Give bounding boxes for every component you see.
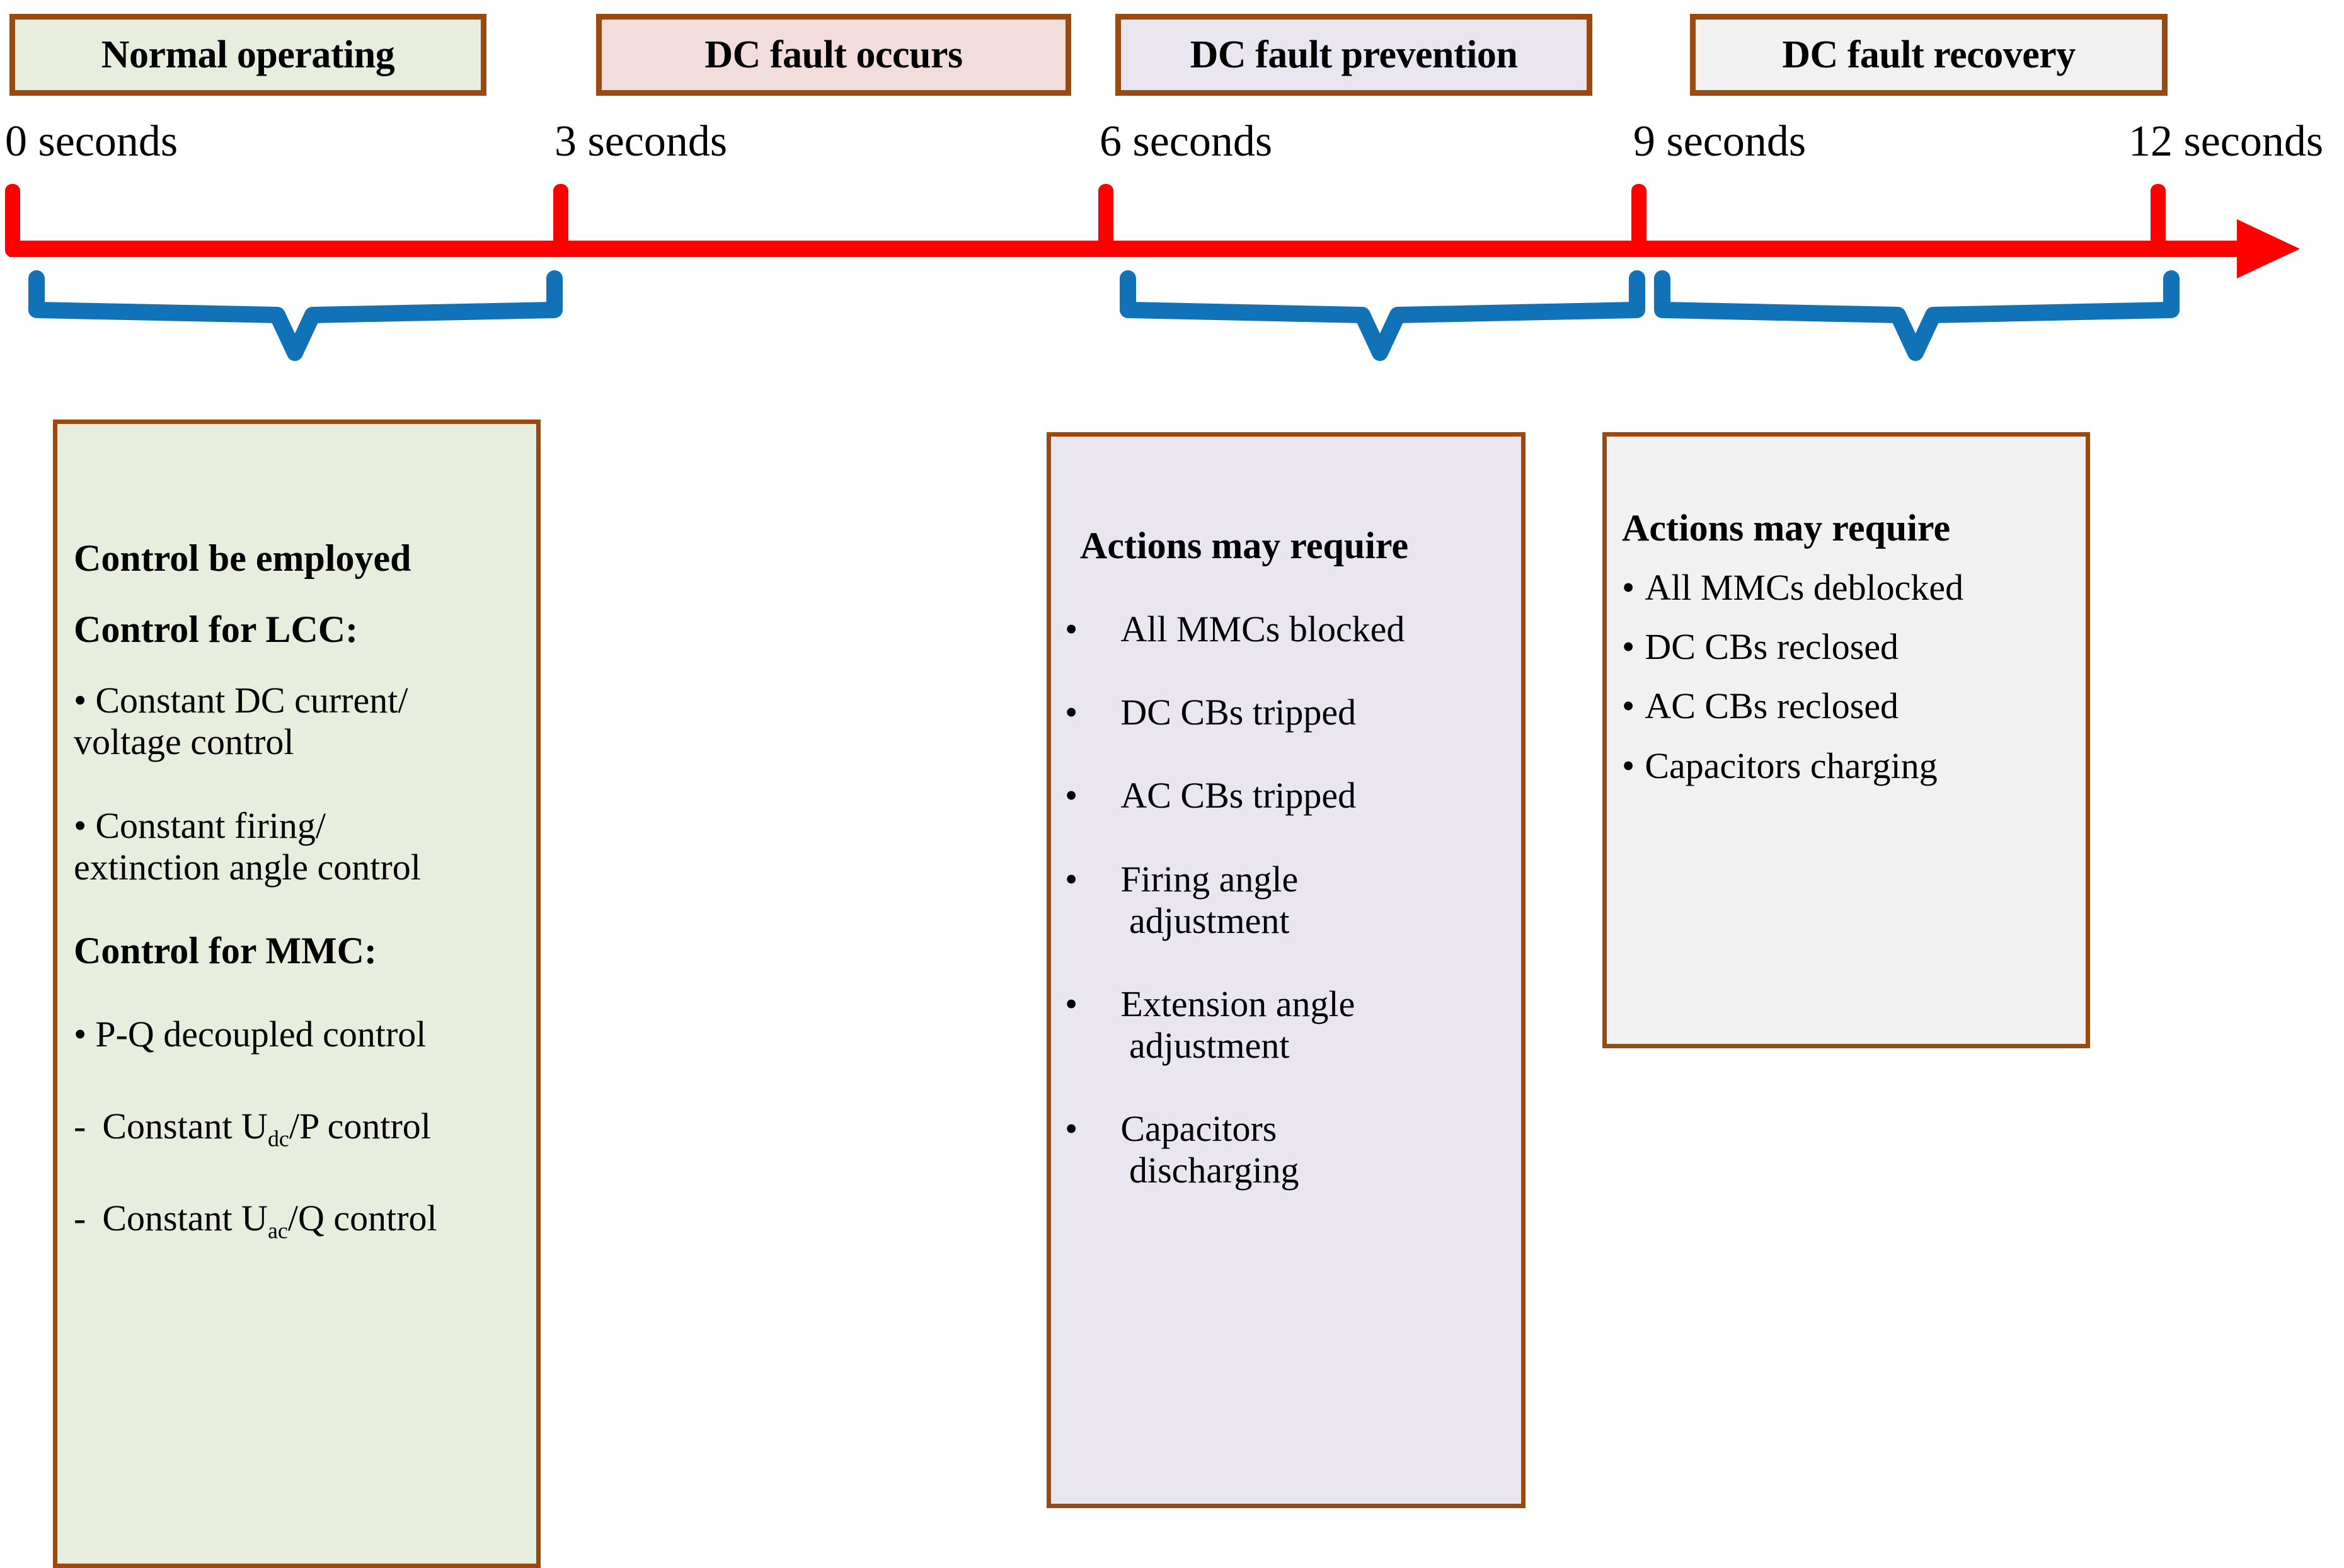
- list-item-label-cont: discharging: [1129, 1150, 1299, 1191]
- list-item: • DC CBs reclosed: [1622, 626, 2071, 668]
- list-item-label: DC CBs tripped: [1120, 692, 1357, 733]
- list-item-mmc-3: - Constant Uac/Q control: [74, 1198, 520, 1242]
- detail-panel-dc-fault-recovery: Actions may require • All MMCs deblocked…: [1602, 432, 2090, 1048]
- list-item-label-suffix: /P control: [289, 1106, 431, 1147]
- phase-chip-label: DC fault occurs: [704, 33, 963, 76]
- list-item-label-cont: adjustment: [1129, 1024, 1290, 1066]
- bullet-icon: •: [1065, 775, 1078, 816]
- dash-icon: -: [74, 1198, 86, 1239]
- list-item-label: Capacitors: [1120, 1107, 1277, 1149]
- list-item-lcc-2: • Constant firing/: [74, 805, 520, 847]
- axis-tick-label-6s: 6 seconds: [1100, 117, 1273, 166]
- bullet-icon: •: [1622, 685, 1635, 727]
- bracket-dc-fault-recovery: [1654, 270, 2180, 361]
- list-item: • Firing angle: [1065, 859, 1507, 900]
- panel-heading-actions-may-require: Actions may require: [1622, 507, 1951, 549]
- list-item-label: Constant U: [102, 1198, 268, 1239]
- panel-heading-actions-may-require: Actions may require: [1080, 525, 1409, 566]
- timeline-graphic: [5, 184, 2300, 361]
- dash-icon: -: [74, 1106, 86, 1147]
- bullet-icon: •: [1622, 626, 1635, 668]
- list-item-cont: adjustment: [1065, 1025, 1507, 1067]
- detail-panel-dc-fault-prevention: Actions may require • All MMCs blocked •…: [1047, 432, 1525, 1508]
- list-item: • Extension angle: [1065, 983, 1507, 1025]
- bullet-icon: •: [1065, 983, 1078, 1024]
- list-item-line: Constant DC current/: [95, 680, 408, 721]
- bracket-normal-operating: [28, 270, 563, 361]
- subscript-dc: dc: [267, 1126, 289, 1152]
- panel-heading-control-employed: Control be employed: [74, 537, 411, 579]
- list-item-line: Constant firing/: [95, 804, 326, 846]
- list-item: • AC CBs reclosed: [1622, 685, 2071, 727]
- axis-tick-label-9s: 9 seconds: [1633, 117, 1807, 166]
- axis-tick-label-12s: 12 seconds: [2129, 117, 2324, 166]
- subscript-ac: ac: [267, 1218, 288, 1244]
- bullet-icon: •: [1065, 1107, 1078, 1149]
- list-item: • Capacitors charging: [1622, 745, 2071, 787]
- list-item-cont: adjustment: [1065, 900, 1507, 942]
- timeline-tick-0s: [5, 184, 20, 257]
- list-item-label: Constant U: [102, 1106, 268, 1147]
- list-item-label: Extension angle: [1120, 983, 1355, 1024]
- timeline-arrowhead: [2237, 219, 2300, 278]
- phase-chip-label: Normal operating: [101, 33, 395, 76]
- list-item-label-cont: adjustment: [1129, 900, 1290, 941]
- list-item-label: DC CBs reclosed: [1645, 626, 1899, 668]
- list-item-label: All MMCs blocked: [1120, 609, 1405, 650]
- bracket-dc-fault-prevention: [1120, 270, 1645, 361]
- list-item-label: All MMCs deblocked: [1645, 567, 1964, 609]
- list-item: • AC CBs tripped: [1065, 775, 1507, 816]
- bullet-icon: •: [74, 1014, 87, 1055]
- list-item-label: Capacitors charging: [1645, 745, 1938, 786]
- phase-chip-dc-fault-recovery: DC fault recovery: [1690, 14, 2168, 96]
- timeline-tick-12s: [2151, 184, 2166, 257]
- list-item: • Capacitors: [1065, 1108, 1507, 1150]
- bullet-icon: •: [1622, 567, 1635, 609]
- bullet-icon: •: [1065, 609, 1078, 650]
- list-item-label: AC CBs reclosed: [1645, 685, 1899, 727]
- list-item: • All MMCs blocked: [1065, 609, 1507, 650]
- timeline-tick-6s: [1098, 184, 1113, 257]
- panel-heading-control-mmc: Control for MMC:: [74, 929, 377, 971]
- detail-panel-normal-operating: Control be employed Control for LCC: • C…: [53, 420, 541, 1568]
- timeline-tick-3s: [553, 184, 568, 257]
- bullet-icon: •: [1065, 858, 1078, 900]
- list-item: • All MMCs deblocked: [1622, 567, 2071, 609]
- list-item-label: P-Q decoupled control: [95, 1014, 427, 1055]
- axis-tick-label-3s: 3 seconds: [554, 117, 728, 166]
- list-item: • DC CBs tripped: [1065, 692, 1507, 733]
- phase-chip-dc-fault-occurs: DC fault occurs: [596, 14, 1071, 96]
- phase-chip-dc-fault-prevention: DC fault prevention: [1115, 14, 1592, 96]
- list-item-mmc-1: • P-Q decoupled control: [74, 1014, 520, 1055]
- phase-chip-normal-operating: Normal operating: [9, 14, 486, 96]
- list-item-label-suffix: /Q control: [287, 1198, 437, 1239]
- phase-chip-label: DC fault prevention: [1190, 33, 1518, 76]
- list-item-label: Firing angle: [1120, 858, 1299, 900]
- timeline-axis-line: [9, 241, 2275, 257]
- panel-heading-control-lcc: Control for LCC:: [74, 609, 359, 651]
- list-item-lcc-2-cont: extinction angle control: [74, 847, 520, 888]
- list-item-lcc-1: • Constant DC current/: [74, 680, 520, 721]
- list-item-lcc-1-cont: voltage control: [74, 721, 520, 763]
- bullet-icon: •: [74, 680, 87, 721]
- timeline-tick-9s: [1631, 184, 1646, 257]
- list-item-line: extinction angle control: [74, 846, 421, 888]
- list-item-cont: discharging: [1065, 1150, 1507, 1191]
- axis-tick-label-0s: 0 seconds: [5, 117, 178, 166]
- list-item-mmc-2: - Constant Udc/P control: [74, 1106, 520, 1150]
- list-item-label: AC CBs tripped: [1120, 775, 1357, 816]
- list-item-line: voltage control: [74, 721, 294, 763]
- phase-chip-label: DC fault recovery: [1782, 33, 2076, 76]
- bullet-icon: •: [74, 804, 87, 846]
- bullet-icon: •: [1065, 692, 1078, 733]
- bullet-icon: •: [1622, 745, 1635, 786]
